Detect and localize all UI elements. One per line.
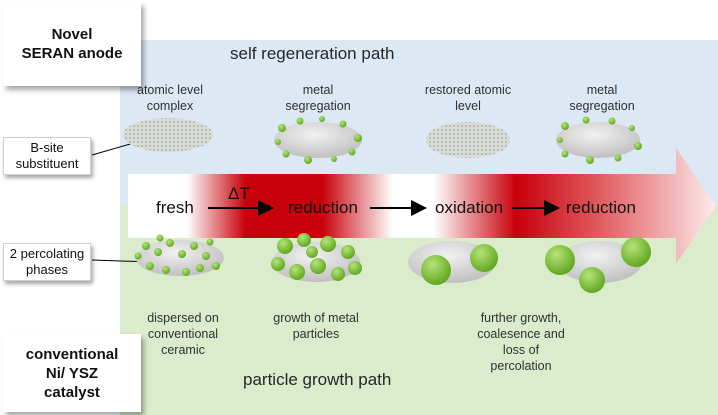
segregation-particle-1 [274, 116, 362, 164]
seran-anode-box: Novel SERAN anode [3, 2, 141, 86]
b-site-substituent-box: B-site substituent [3, 137, 91, 175]
label-metal-segregation-2: metal segregation [569, 83, 635, 113]
stage-oxidation: oxidation [435, 198, 504, 217]
particle-growth-title: particle growth path [243, 370, 392, 389]
coalesced-particle-2 [545, 237, 651, 293]
dispersed-particle [134, 234, 224, 276]
grown-particle [271, 233, 362, 282]
stage-reduction-1: reduction [288, 198, 358, 217]
delta-t-label: ΔT [228, 184, 250, 203]
label-growth-metal: growth of metal particles [273, 311, 359, 341]
ni-ysz-catalyst-box: conventional Ni/ YSZ catalyst [3, 334, 141, 412]
restored-atomic-particle [426, 122, 510, 158]
label-atomic-complex: atomic level complex [137, 83, 203, 113]
self-regeneration-title: self regeneration path [230, 44, 395, 63]
atomic-complex-particle [123, 118, 213, 152]
label-dispersed: dispersed on conventional ceramic [147, 311, 219, 357]
segregation-particle-2 [556, 116, 642, 164]
label-metal-segregation-1: metal segregation [285, 83, 351, 113]
stage-fresh: fresh [156, 198, 194, 217]
label-restored-atomic: restored atomic level [424, 83, 512, 113]
coalesced-particle-1 [408, 241, 498, 285]
stage-reduction-2: reduction [566, 198, 636, 217]
percolating-phases-box: 2 percolating phases [3, 243, 91, 281]
particle-growth-region [120, 205, 718, 415]
label-further-growth: further growth, coalesence and loss of p… [477, 311, 565, 373]
